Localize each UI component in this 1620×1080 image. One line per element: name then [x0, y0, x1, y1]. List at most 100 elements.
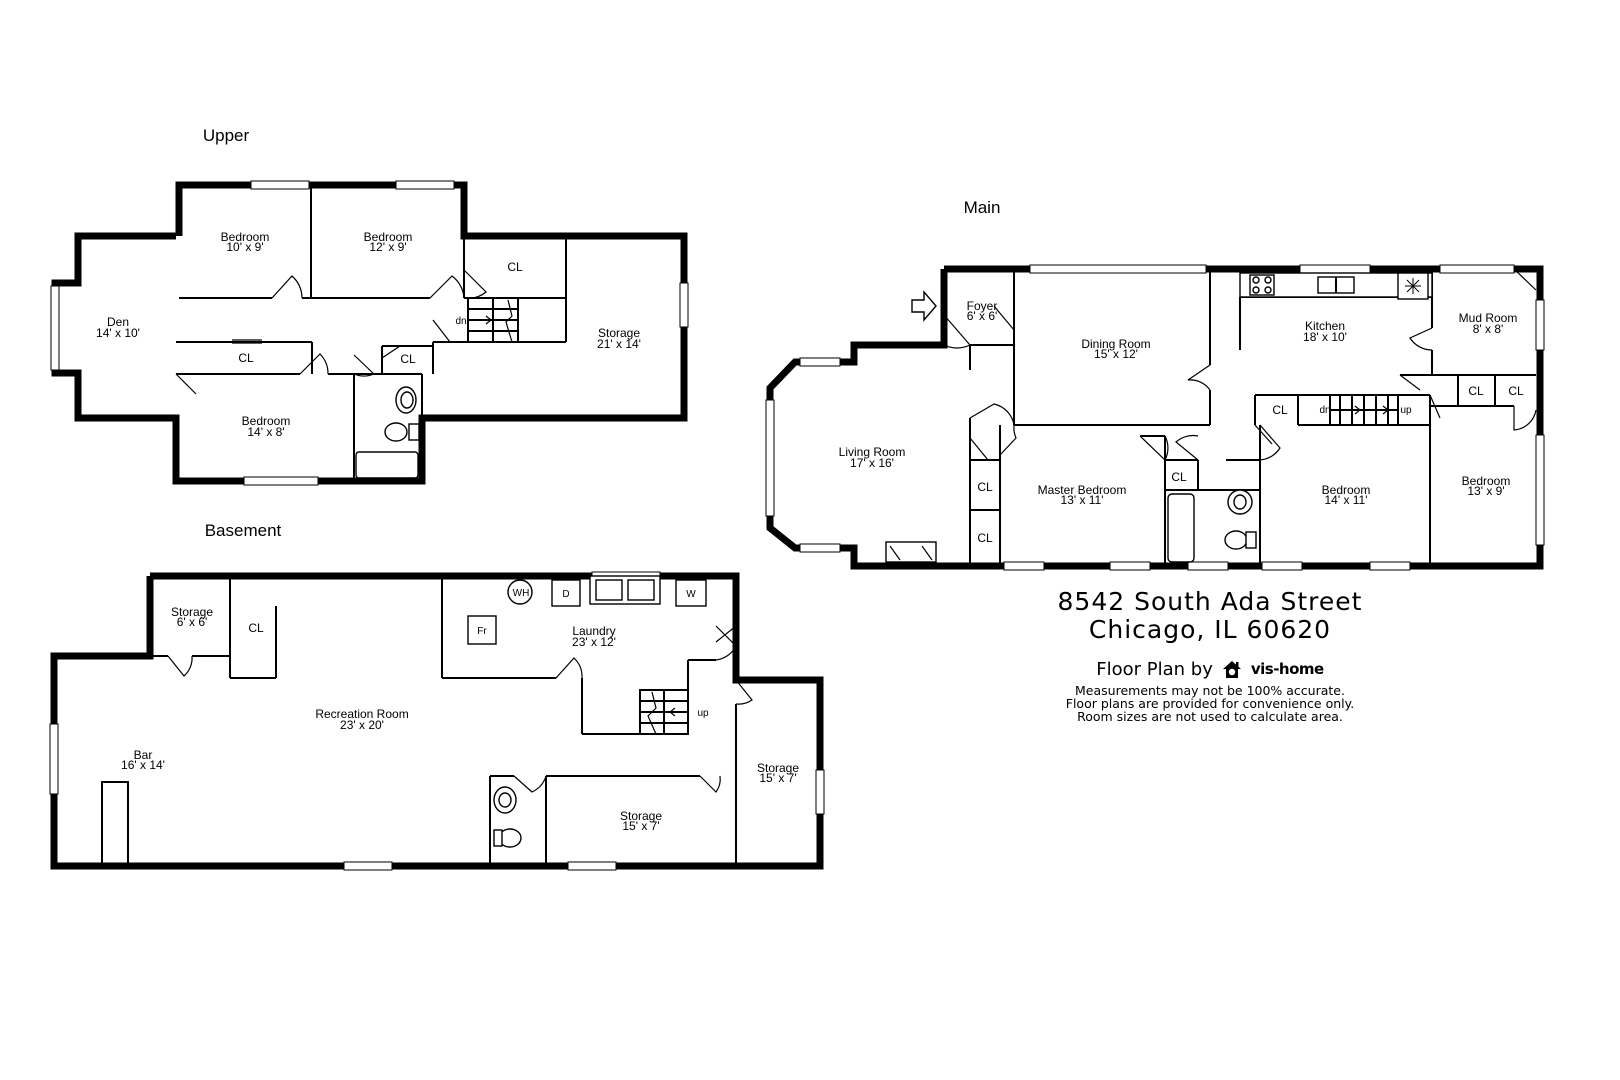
disclaimer-line: Room sizes are not used to calculate are…	[1077, 709, 1343, 724]
house-logo-icon	[1222, 661, 1241, 678]
main-floor-title: Main	[964, 198, 1001, 217]
basement-floor-title: Basement	[205, 521, 282, 540]
basement-doors	[167, 625, 753, 793]
main-bath-fixtures	[1167, 489, 1257, 563]
room-size: 14' x 10'	[96, 326, 140, 340]
brand-name: vis-home	[1250, 660, 1324, 678]
stairs-down-label: dn	[1319, 405, 1330, 416]
freezer-label: Fr	[477, 626, 487, 637]
closet-label: CL	[400, 352, 416, 366]
stairs-down-label: dn	[455, 316, 466, 327]
room-size: 18' x 10'	[1303, 330, 1347, 344]
room-name: Recreation Room	[315, 707, 408, 721]
upper-floor-title: Upper	[203, 126, 250, 145]
main-exterior-wall	[766, 265, 1544, 570]
room-name: Mud Room	[1459, 311, 1518, 325]
basement-fixtures	[467, 575, 707, 848]
stairs-up-label: up	[1400, 405, 1412, 416]
freezer	[467, 615, 497, 645]
closet-label: CL	[1468, 384, 1484, 398]
basement-windows	[49, 571, 825, 871]
upper-exterior-wall	[51, 181, 688, 485]
room-name: Living Room	[839, 445, 906, 459]
room-name: Kitchen	[1305, 319, 1345, 333]
room-size: 16' x 14'	[121, 758, 165, 772]
stairs-up-label: up	[697, 708, 709, 719]
upper-floor: Upper	[50, 126, 689, 486]
room-name: Bedroom	[242, 414, 291, 428]
room-size: 17' x 16'	[850, 456, 894, 470]
upper-interior-walls	[176, 185, 567, 481]
room-size: 15' x 12'	[1094, 347, 1138, 361]
closet-label: CL	[1171, 470, 1187, 484]
room-name: Laundry	[572, 624, 615, 638]
basement-room-labels: Storage 6' x 6' Laundry 23' x 12' Recrea…	[121, 588, 799, 833]
closet-label: CL	[507, 260, 523, 274]
disclaimer-line: Measurements may not be 100% accurate.	[1075, 683, 1345, 698]
room-size: 15' x 7'	[759, 771, 796, 785]
upper-doors	[175, 269, 487, 395]
room-name: Bar	[134, 748, 153, 762]
room-name: Master Bedroom	[1038, 483, 1127, 497]
room-name: Bedroom	[221, 230, 270, 244]
credit-prefix: Floor Plan by	[1096, 658, 1213, 680]
main-floor: Main	[765, 198, 1545, 571]
room-name: Bedroom	[364, 230, 413, 244]
main-stairs	[1329, 394, 1399, 426]
closet-label: CL	[1272, 403, 1288, 417]
dryer-label: D	[562, 589, 569, 600]
room-name: Foyer	[967, 299, 998, 313]
basement-floor: Basement	[49, 521, 825, 871]
room-size: 6' x 6'	[177, 615, 208, 629]
disclaimer-line: Floor plans are provided for convenience…	[1065, 696, 1355, 711]
upper-stairs	[467, 297, 519, 343]
main-windows	[765, 264, 1545, 571]
upper-windows	[50, 180, 689, 486]
room-size: 13' x 9'	[1467, 484, 1504, 498]
entry-arrow-icon	[911, 290, 937, 322]
room-name: Storage	[620, 809, 662, 823]
washer-label: W	[686, 589, 696, 600]
main-interior-walls	[969, 269, 1536, 566]
floor-plan-credit: Floor Plan by vis-home	[1000, 655, 1420, 683]
room-name: Dining Room	[1081, 337, 1150, 351]
upper-bath-fixtures	[355, 386, 420, 479]
main-kitchen-fixtures	[885, 272, 1433, 563]
snowflake-icon	[1405, 278, 1421, 294]
closet-label: CL	[977, 531, 993, 545]
basement-interior-walls	[101, 576, 737, 867]
main-room-labels: Foyer 6' x 6' Dining Room 15' x 12' Kitc…	[839, 299, 1524, 545]
address-line-2: Chicago, IL 60620	[1088, 615, 1332, 644]
room-name: Den	[107, 315, 129, 329]
closet-label: CL	[977, 480, 993, 494]
closet-label: CL	[248, 621, 264, 635]
room-size: 8' x 8'	[1473, 322, 1504, 336]
room-name: Storage	[598, 326, 640, 340]
room-name: Storage	[171, 605, 213, 619]
water-heater	[507, 579, 533, 605]
basement-exterior-wall	[50, 572, 824, 870]
room-size: 21' x 14'	[597, 337, 641, 351]
room-size: 14' x 8'	[247, 425, 284, 439]
dryer	[551, 579, 581, 607]
room-size: 23' x 20'	[340, 718, 384, 732]
room-size: 12' x 9'	[369, 240, 406, 254]
room-size: 6' x 6'	[967, 309, 998, 323]
room-size: 15' x 7'	[622, 819, 659, 833]
room-name: Bedroom	[1322, 483, 1371, 497]
main-doors	[943, 268, 1537, 461]
closet-label: CL	[1508, 384, 1524, 398]
closet-label: CL	[238, 351, 254, 365]
upper-room-labels: Bedroom 10' x 9' Bedroom 12' x 9' Den 14…	[96, 230, 641, 439]
water-heater-label: WH	[513, 588, 530, 599]
room-size: 10' x 9'	[226, 240, 263, 254]
room-name: Bedroom	[1462, 474, 1511, 488]
room-size: 13' x 11'	[1060, 493, 1103, 507]
room-size: 14' x 11'	[1324, 493, 1367, 507]
room-name: Storage	[757, 761, 799, 775]
basement-stairs	[639, 689, 689, 735]
address-line-1: 8542 South Ada Street	[1057, 587, 1363, 616]
washer	[675, 579, 707, 607]
room-size: 23' x 12'	[572, 635, 616, 649]
